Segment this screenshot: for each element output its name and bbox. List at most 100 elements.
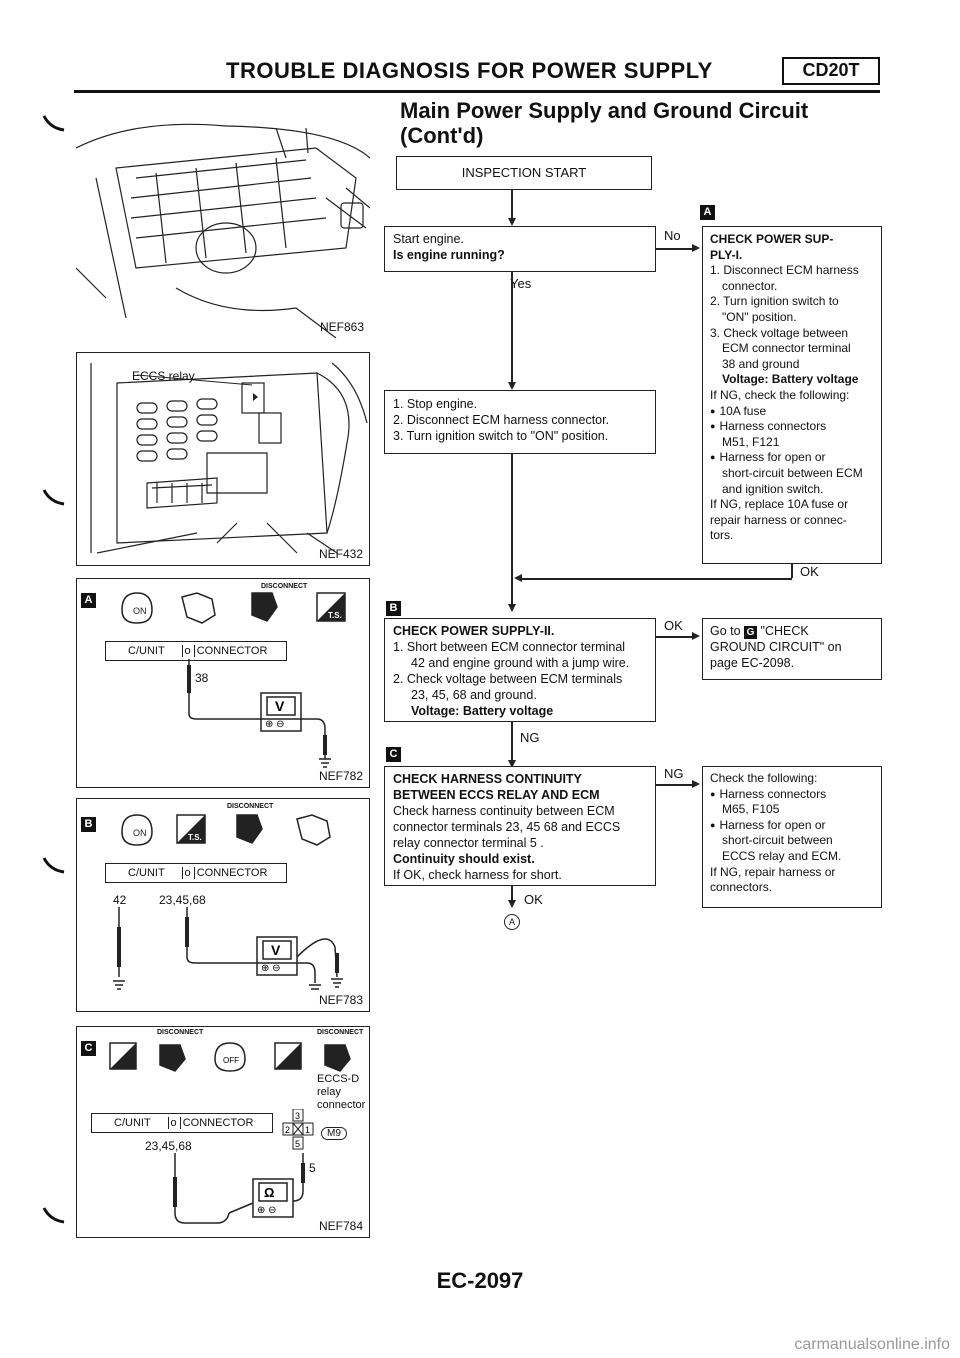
connector-right-label: CONNECTOR: [193, 867, 268, 879]
figure-a-voltage-check: A ON T.S. DISCONNECT C/UNIT o CONNECTOR …: [76, 578, 370, 788]
check-line1: Check the following:: [710, 771, 818, 785]
flow-step1-box: Start engine. Is engine running?: [384, 226, 656, 272]
svg-text:OFF: OFF: [223, 1056, 239, 1065]
connector-box: C/UNIT o CONNECTOR: [105, 863, 287, 883]
check-end2: connectors.: [710, 880, 773, 895]
watermark: carmanualsonline.info: [794, 1336, 950, 1353]
step2-line3: 3. Turn ignition switch to "ON" position…: [393, 429, 609, 443]
pin-right-label: 23,45,68: [159, 893, 206, 907]
box-a-title-1: CHECK POWER SUP-: [710, 232, 834, 246]
figure-letter: A: [81, 593, 96, 608]
on-mark: ON: [133, 606, 147, 616]
flow-line: [656, 248, 694, 250]
flow-check-box: Check the following: Harness connectors …: [702, 766, 882, 908]
box-a-step2: 2. Turn ignition switch to: [710, 294, 839, 309]
flow-line: [511, 886, 513, 902]
box-a-step3b: ECM connector terminal: [722, 341, 851, 356]
relay-label-1: ECCS-D: [317, 1073, 360, 1085]
relay-pin-label: 5: [309, 1161, 316, 1175]
box-c-line3: relay connector terminal 5 .: [393, 836, 544, 850]
goto-text-3: GROUND CIRCUIT" on: [710, 640, 842, 654]
flow-arrow: [508, 218, 516, 226]
figure-relay-location: ECCS relay NEF432: [76, 352, 370, 566]
box-a-letter: A: [700, 205, 715, 220]
engine-bay-illustration: [75, 123, 371, 339]
box-c-ng-label: NG: [664, 766, 684, 781]
box-b-step1b: 42 and engine ground with a jump wire.: [411, 656, 630, 670]
flow-box-c: CHECK HARNESS CONTINUITY BETWEEN ECCS RE…: [384, 766, 656, 886]
box-c-title-2: BETWEEN ECCS RELAY AND ECM: [393, 788, 600, 802]
pin-left-label: 42: [113, 893, 127, 907]
figure-engine-bay: NEF863: [75, 118, 371, 339]
flow-arrow: [508, 900, 516, 908]
flow-arrow: [692, 780, 700, 788]
disconnect-label-1: DISCONNECT: [157, 1029, 204, 1036]
connector-left-label: C/UNIT: [128, 867, 165, 879]
box-a-step1b: connector.: [722, 278, 778, 293]
box-c-letter: C: [386, 747, 401, 762]
box-b-voltage: Voltage: Battery voltage: [411, 704, 554, 718]
flow-no-label: No: [664, 228, 681, 243]
figure-b-wiring: V ⊕ ⊖: [113, 907, 343, 990]
relay-connector-label: ECCS-D relay connector: [317, 1073, 365, 1112]
flow-start-label: INSPECTION START: [461, 165, 587, 180]
box-a-bullet1: 10A fuse: [710, 404, 874, 420]
goto-text-1: Go to: [710, 624, 741, 638]
ts-mark: T.S.: [328, 611, 342, 620]
check-bullet1-conn: M65, F105: [722, 802, 780, 817]
pins-label: 23,45,68: [145, 1139, 192, 1153]
box-a-step1: 1. Disconnect ECM harness: [710, 263, 859, 278]
meter-v: V: [275, 698, 285, 714]
box-a-voltage: Voltage: Battery voltage: [722, 372, 859, 387]
figure-b-icons: ON T.S.: [121, 814, 331, 846]
header-rule: [74, 90, 880, 93]
goto-letter: G: [744, 626, 758, 639]
box-b-letter: B: [386, 601, 401, 616]
check-bullet2b: short-circuit between: [722, 833, 833, 848]
page-header-title: TROUBLE DIAGNOSIS FOR POWER SUPPLY: [226, 58, 713, 83]
box-a-bullet2: Harness connectors: [710, 419, 874, 435]
box-b-step2: 2. Check voltage between ECM terminals: [393, 672, 623, 686]
svg-text:ON: ON: [133, 828, 147, 838]
box-b-ng-label: NG: [520, 730, 540, 745]
relay-label-3: connector: [317, 1099, 366, 1111]
check-bullet2c: ECCS relay and ECM.: [722, 848, 842, 863]
flow-line: [511, 272, 513, 384]
goto-a-marker: A: [504, 914, 520, 930]
box-a-bullet3c: and ignition switch.: [722, 481, 824, 496]
flow-line: [656, 784, 694, 786]
figure-a-icons: ON T.S.: [121, 592, 346, 624]
box-c-title-1: CHECK HARNESS CONTINUITY: [393, 772, 582, 786]
box-c-ok-label: OK: [524, 892, 543, 907]
flow-goto-box: Go to G "CHECK GROUND CIRCUIT" on page E…: [702, 618, 882, 680]
step2-line1: 1. Stop engine.: [393, 397, 478, 411]
svg-text:V: V: [271, 942, 281, 958]
figure-id: NEF863: [319, 320, 364, 334]
svg-text:5: 5: [295, 1139, 300, 1149]
box-a-bullet3: Harness for open or: [710, 450, 874, 466]
disconnect-label-2: DISCONNECT: [317, 1029, 364, 1036]
box-c-ok: If OK, check harness for short.: [393, 868, 562, 882]
engine-tag: CD20T: [782, 57, 880, 85]
figure-c-icons: OFF: [109, 1042, 351, 1072]
relay-label-2: relay: [317, 1086, 341, 1098]
flow-box-a: CHECK POWER SUP- PLY-I. 1. Disconnect EC…: [702, 226, 882, 564]
svg-text:2: 2: [285, 1125, 290, 1135]
flow-line: [791, 564, 793, 578]
relay-label: ECCS relay: [132, 369, 195, 383]
check-bullet1: Harness connectors: [710, 787, 874, 803]
box-a-ng: If NG, check the following:: [710, 387, 850, 402]
check-end1: If NG, repair harness or: [710, 864, 836, 879]
box-a-title-2: PLY-I.: [710, 247, 743, 262]
box-c-continuity: Continuity should exist.: [393, 852, 535, 866]
flow-line: [511, 454, 513, 604]
box-a-bullet3b: short-circuit between ECM: [722, 465, 863, 480]
flow-line: [522, 578, 792, 580]
figure-id: NEF783: [318, 993, 363, 1007]
flow-box-b: CHECK POWER SUPPLY-II. 1. Short between …: [384, 618, 656, 722]
flow-arrow: [508, 604, 516, 612]
section-title-line1: Main Power Supply and Ground Circuit: [400, 98, 809, 123]
flow-line: [656, 636, 694, 638]
box-a-end2: repair harness or connec-: [710, 512, 847, 527]
